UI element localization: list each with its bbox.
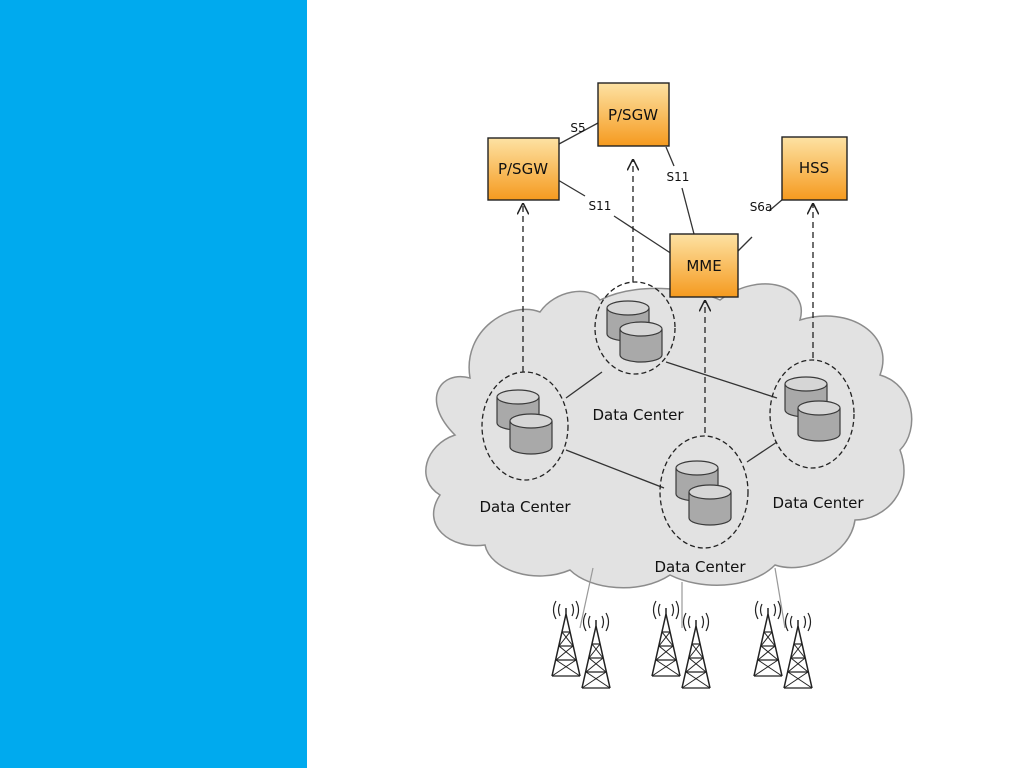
- node-psgw-left: P/SGW: [487, 137, 560, 201]
- dc-label-center: Data Center: [654, 558, 746, 576]
- cell-tower-icon: [783, 612, 813, 689]
- node-mme: MME: [669, 233, 739, 298]
- node-psgw-top: P/SGW: [597, 82, 670, 147]
- svg-text:P/SGW: P/SGW: [498, 160, 548, 178]
- dc-label-right: Data Center: [772, 494, 864, 512]
- database-icon: [619, 321, 663, 363]
- data-center-left: Data Center: [479, 371, 571, 516]
- cell-tower-icon: [753, 600, 783, 677]
- data-center-right: Data Center: [769, 359, 864, 512]
- cell-tower-icon: [651, 600, 681, 677]
- database-icon: [797, 400, 841, 442]
- datacenter-links: [565, 361, 778, 489]
- tower-feeders: [579, 567, 786, 629]
- edge-label-s11-top: S11: [667, 170, 690, 184]
- data-center-top: Data Center: [592, 281, 684, 424]
- svg-text:HSS: HSS: [799, 159, 829, 177]
- sidebar-accent-bar: [0, 0, 307, 768]
- svg-text:P/SGW: P/SGW: [608, 106, 658, 124]
- svg-text:MME: MME: [686, 257, 721, 275]
- database-icon: [688, 484, 732, 526]
- edge-label-s11-left: S11: [589, 199, 612, 213]
- dc-label-top: Data Center: [592, 406, 684, 424]
- node-hss: HSS: [781, 136, 848, 201]
- dc-label-left: Data Center: [479, 498, 571, 516]
- cell-tower-icon: [551, 600, 581, 677]
- database-icon: [509, 413, 553, 455]
- control-links: [557, 122, 784, 255]
- cloud: [425, 283, 913, 589]
- data-center-center: Data Center: [654, 435, 749, 576]
- dashed-arrows: [523, 160, 813, 433]
- edge-label-s6a: S6a: [750, 200, 773, 214]
- cell-tower-icon: [681, 612, 711, 689]
- edge-label-s5: S5: [570, 121, 585, 135]
- cell-tower-icon: [581, 612, 611, 689]
